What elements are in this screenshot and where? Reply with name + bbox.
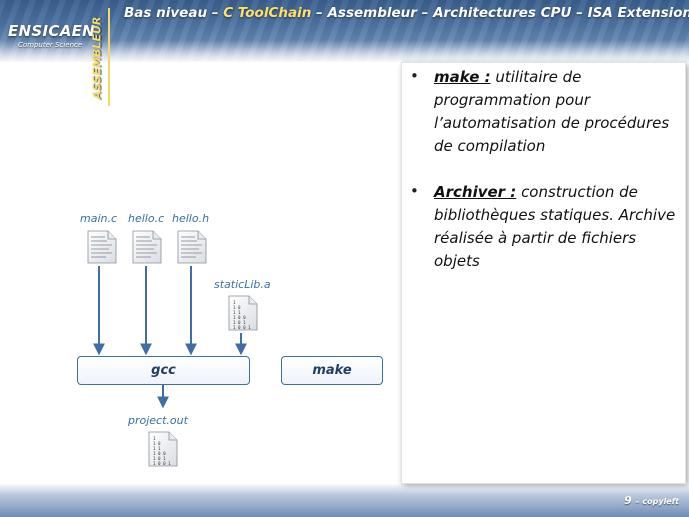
title-part2: – Assembleur – Architectures CPU – ISA E…	[311, 5, 689, 21]
main-c-label: main.c	[80, 212, 118, 225]
svg-text:1 0: 1 0	[233, 305, 241, 310]
static-lib-label: staticLib.a	[214, 278, 271, 291]
svg-text:1 0 0: 1 0 0	[153, 451, 166, 456]
archiver-text: construction de bibliothèques statiques.…	[434, 183, 676, 270]
svg-text:1 0: 1 0	[153, 441, 161, 446]
make-box: make	[281, 356, 383, 385]
slide-title: Bas niveau – C ToolChain – Assembleur – …	[124, 5, 689, 21]
hello-h-file-icon	[177, 230, 207, 264]
gcc-box: gcc	[77, 356, 250, 385]
make-text: utilitaire de programmation pour l’autom…	[434, 68, 670, 155]
page-number: 9 – copyleft	[624, 494, 679, 507]
header-banner	[0, 0, 689, 62]
svg-text:1 0 1: 1 0 1	[233, 320, 246, 325]
make-term: make :	[434, 68, 491, 86]
svg-text:1 1: 1 1	[233, 310, 241, 315]
text-panel: • make : utilitaire de programmation pou…	[401, 62, 686, 484]
vertical-divider	[108, 8, 110, 106]
make-description: make : utilitaire de programmation pour …	[434, 66, 679, 158]
footer-band	[0, 483, 689, 517]
title-part1: Bas niveau –	[124, 5, 224, 21]
logo-subtitle: Computer Science	[18, 41, 83, 49]
svg-text:1 1: 1 1	[153, 446, 161, 451]
svg-text:1 0 0 1: 1 0 0 1	[233, 325, 251, 330]
svg-text:1: 1	[153, 436, 156, 441]
project-out-binary-icon: 11 01 1 1 0 01 0 11 0 0 1	[148, 431, 178, 467]
toolchain-diagram: 11 01 1 1 0 01 0 11 0 0 1 11 01 1 1 0 01…	[87, 230, 258, 467]
static-lib-binary-icon: 11 01 1 1 0 01 0 11 0 0 1	[228, 295, 258, 331]
header-fade	[0, 40, 689, 62]
title-highlight: C ToolChain	[223, 5, 312, 21]
svg-text:1 0 0: 1 0 0	[233, 315, 246, 320]
project-out-label: project.out	[128, 414, 188, 427]
svg-text:1 0 1: 1 0 1	[153, 456, 166, 461]
main-c-file-icon	[87, 230, 117, 264]
archiver-term: Archiver :	[434, 183, 517, 201]
page-number-value: 9	[624, 494, 632, 507]
archiver-description: Archiver : construction de bibliothèques…	[434, 181, 679, 273]
hello-c-file-icon	[132, 230, 162, 264]
svg-text:1: 1	[233, 300, 236, 305]
hello-h-label: hello.h	[172, 212, 210, 225]
copyleft-label: – copyleft	[635, 497, 679, 506]
svg-text:1 0 0 1: 1 0 0 1	[153, 461, 171, 466]
bullet-make: •	[410, 67, 419, 85]
bullet-archiver: •	[410, 182, 419, 200]
hello-c-label: hello.c	[128, 212, 165, 225]
ensicaen-logo: ENSICAEN	[8, 22, 96, 40]
